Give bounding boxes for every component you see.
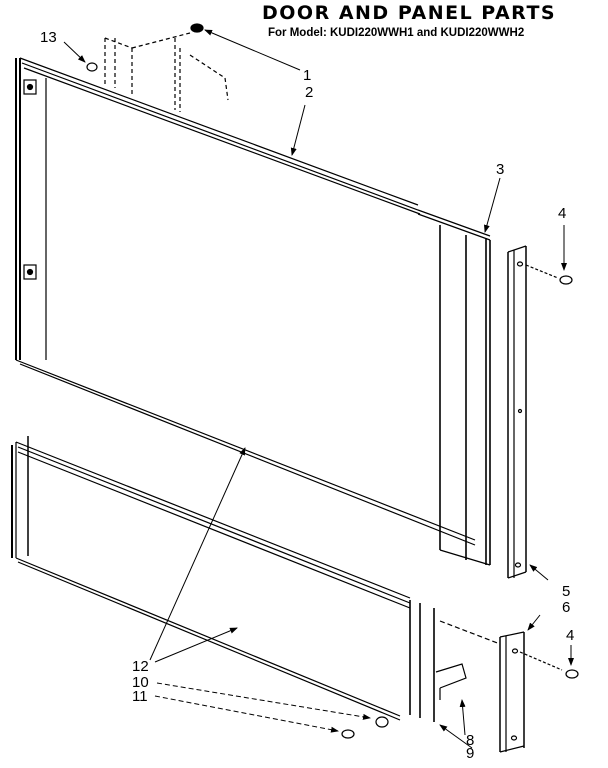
mounting-bracket-dashed	[104, 32, 229, 112]
bracket-8	[435, 663, 467, 700]
callout-6: 6	[562, 599, 571, 616]
callout-1: 1	[303, 67, 312, 84]
callout-13: 13	[40, 29, 57, 46]
callout-8: 8	[466, 732, 475, 749]
callout-3: 3	[496, 161, 505, 178]
diagram-title: DOOR AND PANEL PARTS	[262, 2, 557, 24]
callout-4-lower: 4	[566, 627, 575, 644]
callout-4-upper: 4	[558, 205, 567, 222]
callout-11: 11	[132, 688, 148, 705]
callout-10: 10	[132, 674, 149, 691]
callout-5: 5	[562, 583, 571, 600]
callout-leaders	[63, 29, 574, 749]
right-trim-upper	[507, 245, 527, 579]
callout-2: 2	[305, 84, 314, 101]
upper-door-panel	[15, 57, 491, 566]
callout-12: 12	[132, 658, 149, 675]
right-trim-lower	[499, 631, 525, 753]
lower-toe-panel	[11, 436, 435, 722]
callout-9: 9	[466, 745, 475, 762]
model-subtitle: For Model: KUDI220WWH1 and KUDI220WWH2	[268, 27, 525, 39]
